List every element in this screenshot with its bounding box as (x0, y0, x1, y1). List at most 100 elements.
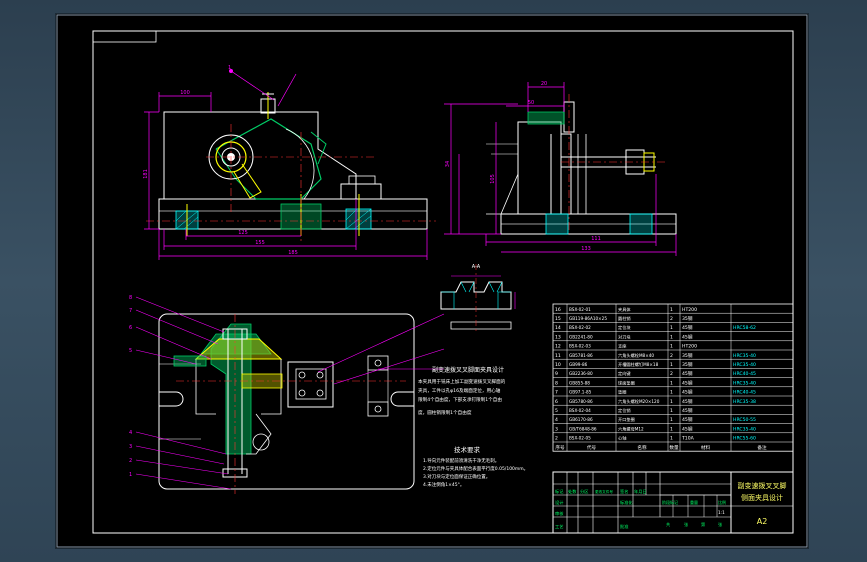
tb-role-design: 设计 (555, 499, 563, 506)
parts-cell-name: 夹具体 (618, 306, 631, 313)
parts-cell-note: HRC40-45 (733, 390, 756, 396)
parts-cell-code: GB2241-80 (569, 334, 593, 339)
parts-header-code: 代号 (587, 444, 597, 451)
tb-sheet-1: 共 (666, 521, 670, 528)
parts-header-note: 备注 (757, 444, 767, 451)
cad-viewport[interactable]: 100 181 125 155 185 1 20 50 34 105 (56, 14, 808, 548)
callout-3: 3 (129, 444, 132, 450)
parts-cell-no: 2 (555, 436, 558, 442)
parts-cell-note: HRC50-55 (733, 417, 756, 423)
tb-sub-approve: 批准 (620, 523, 628, 530)
callout-4: 4 (129, 430, 132, 436)
parts-cell-name: 六角头螺栓M20×120 (618, 398, 660, 405)
parts-cell-material: 45钢 (682, 407, 693, 414)
drawing-title-line-1: 副变速拨叉叉脚 (738, 481, 787, 490)
drawing-canvas[interactable]: 100 181 125 155 185 1 20 50 34 105 (56, 14, 808, 548)
parts-cell-qty: 1 (670, 436, 673, 442)
dim-side-b1: 111 (591, 236, 601, 242)
parts-cell-material: HT200 (682, 307, 697, 313)
parts-cell-code: BSX-02-04 (569, 408, 591, 413)
parts-cell-name: 对刀块 (618, 333, 631, 340)
parts-cell-qty: 1 (670, 417, 673, 423)
tb-sheet-3: 第 (701, 521, 705, 528)
parts-cell-name: 支座 (618, 343, 626, 350)
parts-cell-no: 10 (555, 362, 561, 368)
dim-side-right: 34 (445, 161, 451, 167)
callout-top: 1 (228, 65, 231, 71)
parts-cell-code: BSX-02-05 (569, 436, 591, 441)
tech-line-3: 3.对刀块与定位面保证正确位置。 (423, 473, 490, 480)
tech-requirements: 技术要求 1.导向元件装配前须清洗干净无毛刺。 2.定位元件与夹具体配合表面平行… (423, 445, 528, 488)
side-view (444, 82, 677, 256)
tb-label-mark: 标记 (555, 488, 564, 495)
parts-cell-code: BSX-02-01 (569, 307, 591, 312)
section-label: A-A (472, 264, 481, 270)
callout-2: 2 (129, 458, 132, 464)
parts-header-no: 序号 (555, 444, 565, 451)
parts-cell-code: GB2236-80 (569, 371, 593, 376)
parts-cell-material: 45钢 (682, 324, 693, 331)
corner-tag (92, 30, 157, 43)
tb-label-zone: 分区 (580, 488, 588, 495)
dim-front-top: 100 (180, 90, 190, 96)
dim-side-b2: 133 (581, 246, 591, 252)
parts-header-qty: 数量 (669, 444, 679, 451)
dim-side-top: 20 (541, 81, 547, 87)
parts-cell-name: 定位块 (618, 324, 631, 331)
parts-cell-note: HRC35-40 (733, 380, 756, 386)
parts-cell-no: 3 (555, 426, 558, 432)
parts-cell-qty: 1 (670, 307, 673, 313)
tb-label-count: 处数 (568, 488, 577, 495)
parts-cell-note: HRC35-40 (733, 353, 756, 359)
parts-cell-qty: 1 (670, 325, 673, 331)
tb-scale-label: 比例 (718, 499, 726, 505)
tech-line-2: 2.定位元件与夹具体配合表面平行度0.05/100mm。 (423, 465, 528, 472)
parts-cell-note: HRC35-38 (733, 399, 756, 405)
parts-cell-name: 开口垫圈 (618, 416, 635, 423)
drawing-border (92, 30, 794, 534)
front-view (144, 69, 436, 260)
parts-cell-note: HRC58-62 (733, 325, 756, 331)
parts-cell-name: 定位销 (618, 407, 631, 414)
parts-cell-qty: 1 (670, 408, 673, 414)
dim-front-height: 181 (143, 169, 149, 179)
parts-cell-no: 5 (555, 408, 558, 414)
parts-cell-name: 球面垫圈 (618, 379, 635, 386)
parts-cell-material: HT200 (682, 344, 697, 350)
tb-role-process: 工艺 (555, 524, 563, 529)
parts-header-name: 名称 (637, 444, 647, 451)
callouts-left: 8 7 6 5 4 3 2 1 (129, 295, 132, 478)
section-aa (440, 264, 516, 334)
callout-6: 6 (129, 325, 132, 331)
parts-cell-material: 45钢 (682, 389, 693, 396)
dim-side-mid: 50 (528, 100, 534, 106)
notes-line-4: 度，圆柱销限制1个自由度 (418, 409, 472, 416)
top-view (135, 296, 445, 494)
parts-cell-qty: 1 (670, 426, 673, 432)
notes-line-1: 本夹具用于铣床上加工副变速拨叉叉脚面的 (418, 378, 506, 385)
callout-7: 7 (129, 308, 132, 314)
parts-cell-note: HRC55-60 (733, 436, 756, 442)
parts-cell-material: 35钢 (682, 352, 693, 359)
parts-cell-material: 45钢 (682, 398, 693, 405)
parts-cell-material: 45钢 (682, 370, 693, 377)
parts-cell-no: 9 (555, 371, 558, 377)
parts-cell-code: GB855-88 (569, 380, 590, 385)
dim-front-b2: 155 (255, 240, 265, 246)
parts-cell-material: 45钢 (682, 333, 693, 340)
notes-line-3: 限制4个自由度，下部支承钉限制1个自由 (418, 396, 502, 403)
tb-sheet-2: 张 (684, 521, 689, 528)
parts-cell-note: HRC35-40 (733, 362, 756, 368)
parts-cell-no: 4 (555, 417, 558, 423)
parts-cell-code: GB6170-86 (569, 417, 593, 422)
parts-cell-name: 心轴 (618, 435, 626, 442)
